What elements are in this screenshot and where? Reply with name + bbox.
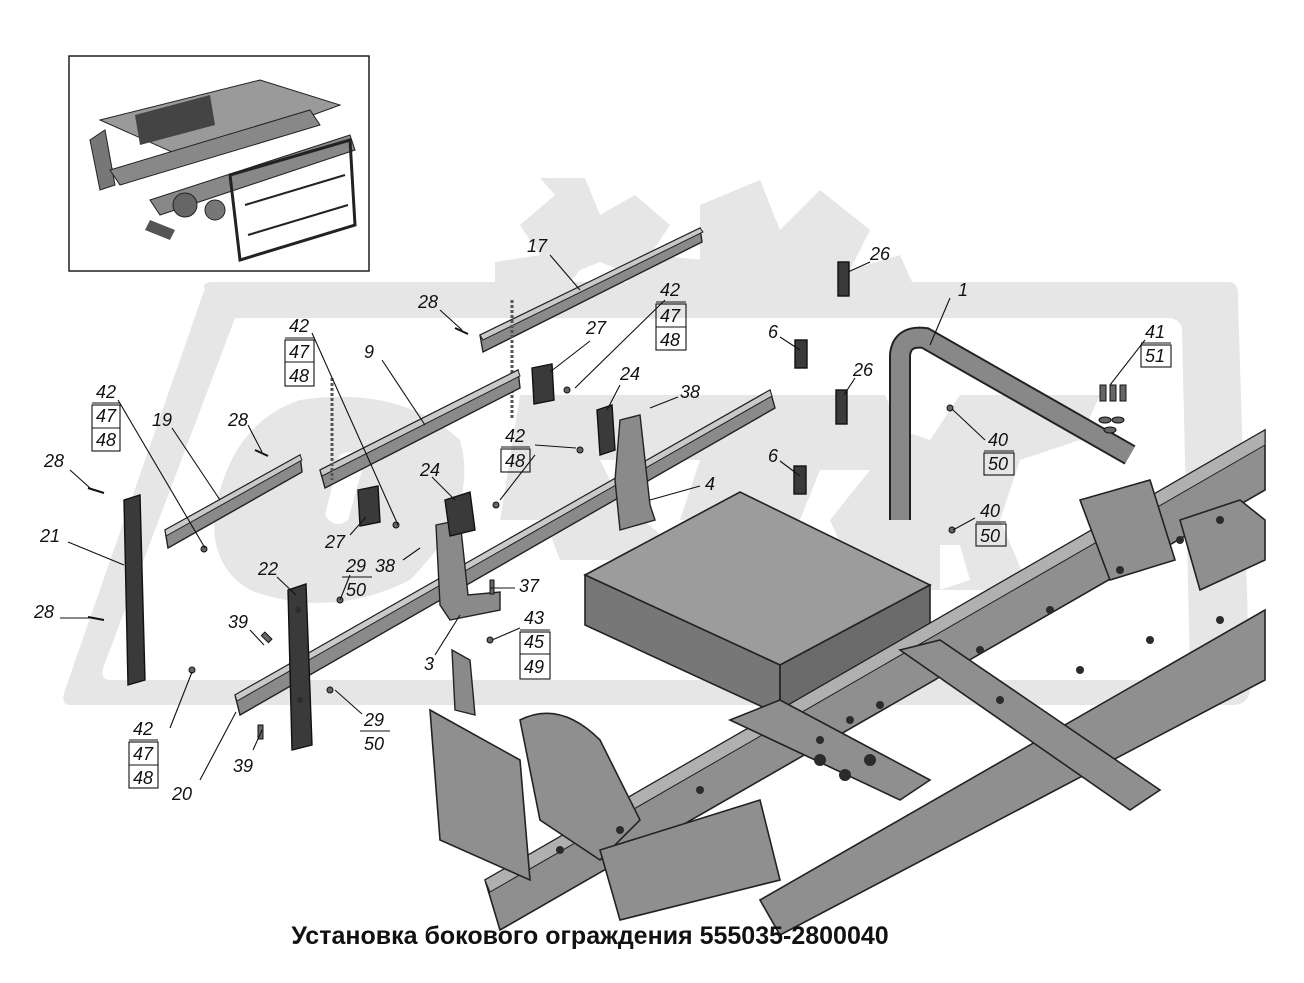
callout-26-upper: 26	[869, 244, 891, 264]
callout-4: 4	[705, 474, 715, 494]
part-4-bracket	[614, 414, 656, 531]
loose-bracket	[451, 648, 476, 716]
stack-label: 40	[980, 501, 1000, 521]
part-27-plate-b	[357, 485, 381, 527]
stack-label: 48	[289, 366, 309, 386]
stack-42-47-48-lower-left: 42 47 48	[128, 719, 159, 789]
stack-label: 43	[524, 608, 544, 628]
stack-label: 50	[364, 734, 384, 754]
stack-label: 48	[660, 330, 680, 350]
stack-43-45-49: 43 45 49	[519, 608, 551, 680]
callout-27-upper: 27	[585, 318, 607, 338]
callout-24-left: 24	[419, 460, 440, 480]
stack-29-50-lower: 29 50	[360, 710, 390, 754]
callout-28-b: 28	[417, 292, 438, 312]
inset-overview	[68, 55, 370, 272]
part-24-clamp-a	[444, 491, 476, 537]
stack-42-47-48-upper-left: 42 47 48	[284, 316, 315, 387]
stack-label: 42	[660, 280, 680, 300]
stack-40-50-lower: 40 50	[975, 501, 1007, 547]
stack-label: 29	[345, 556, 366, 576]
stack-label: 51	[1145, 346, 1165, 366]
stack-label: 42	[289, 316, 309, 336]
stack-42-47-48-far-left: 42 47 48	[91, 382, 121, 452]
part-24-clamp-b	[596, 404, 616, 456]
callout-17: 17	[527, 236, 548, 256]
callout-37: 37	[519, 576, 540, 596]
stack-label: 40	[988, 430, 1008, 450]
callout-27-lower: 27	[324, 532, 346, 552]
stack-label: 47	[289, 342, 310, 362]
callout-20: 20	[171, 784, 192, 804]
leader-lines	[60, 254, 1146, 781]
stack-label: 42	[505, 426, 525, 446]
stack-label: 42	[96, 382, 116, 402]
stack-label: 41	[1145, 322, 1165, 342]
part-26-pad-b	[835, 389, 848, 425]
part-6-pad-b	[793, 465, 807, 495]
stack-label: 45	[524, 632, 545, 652]
part-17-upper-rail	[479, 226, 704, 420]
part-6-pad-a	[794, 339, 808, 369]
callout-3: 3	[424, 654, 434, 674]
callout-28-a: 28	[227, 410, 248, 430]
callout-6-lower: 6	[768, 446, 779, 466]
stack-label: 49	[524, 657, 544, 677]
callout-21: 21	[39, 526, 60, 546]
callout-1: 1	[958, 280, 968, 300]
chassis-frame	[429, 428, 1266, 937]
callout-24-right: 24	[619, 364, 640, 384]
stack-41-51: 41 51	[1140, 322, 1172, 368]
diagram-caption: Установка бокового ограждения 555035-280…	[291, 922, 889, 950]
stack-label: 47	[660, 306, 681, 326]
stack-label: 48	[133, 768, 153, 788]
callout-28-c: 28	[43, 451, 64, 471]
stack-label: 48	[96, 430, 116, 450]
stack-label: 42	[133, 719, 153, 739]
part-21-post	[123, 494, 146, 686]
part-22-post	[287, 583, 313, 751]
stack-label: 47	[96, 406, 117, 426]
part-26-pad-a	[837, 261, 850, 297]
stack-label: 50	[346, 580, 366, 600]
part-9-rail	[319, 368, 521, 490]
stack-40-50-upper: 40 50	[983, 430, 1015, 476]
stack-label: 50	[980, 526, 1000, 546]
callout-26-lower: 26	[852, 360, 874, 380]
callout-9: 9	[364, 342, 374, 362]
callout-39-lower: 39	[233, 756, 253, 776]
stack-42-47-48-upper-center: 42 47 48	[655, 280, 687, 351]
callout-22: 22	[257, 559, 278, 579]
stack-label: 29	[363, 710, 384, 730]
battery-tray	[583, 491, 932, 717]
stack-label: 47	[133, 744, 154, 764]
stack-29-50-upper: 29 50	[342, 556, 372, 600]
callout-6-upper: 6	[768, 322, 779, 342]
part-27-plate-a	[531, 363, 555, 405]
callout-28-d: 28	[33, 602, 54, 622]
callouts: 1 3 4 6 6 9 17 19 20 21 22 24 24 26 26 2…	[33, 236, 968, 804]
part-1-bent-tube	[889, 326, 1136, 520]
bolt-set	[87, 327, 1127, 740]
callout-38-right: 38	[680, 382, 700, 402]
callout-19: 19	[152, 410, 172, 430]
callout-39-upper: 39	[228, 612, 248, 632]
stack-42-48-center: 42 48	[500, 426, 531, 473]
stack-label: 48	[505, 451, 525, 471]
part-19-rail	[164, 453, 303, 550]
stack-label: 50	[988, 454, 1008, 474]
callout-38-left: 38	[375, 556, 395, 576]
